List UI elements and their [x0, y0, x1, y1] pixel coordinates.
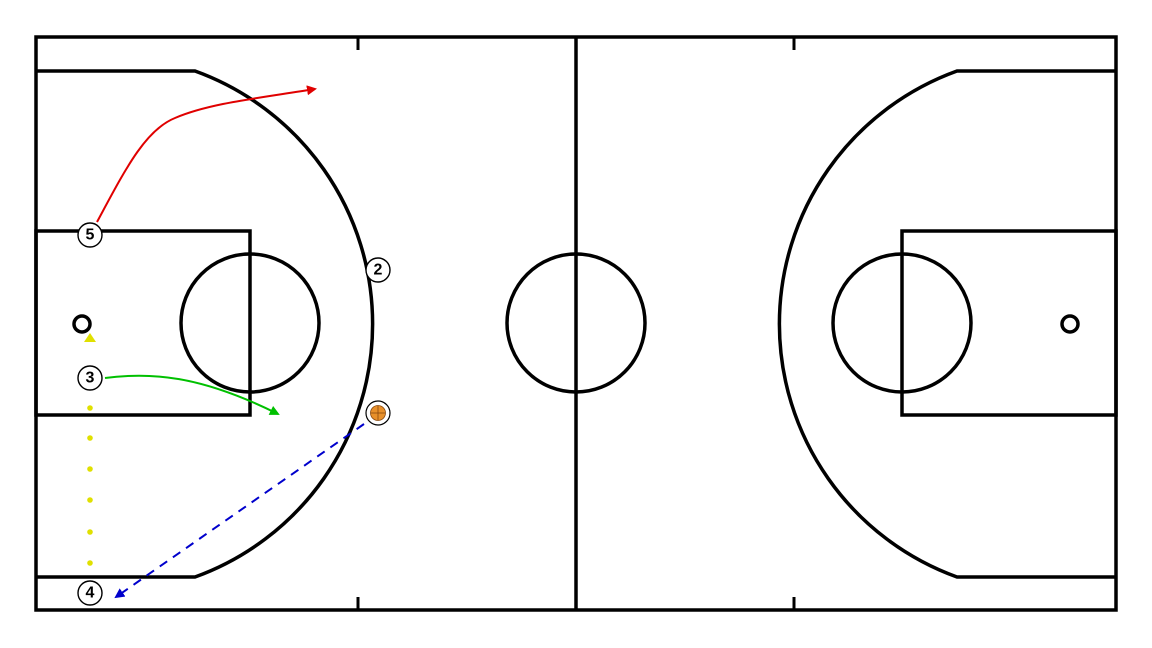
player-5-cut-arrow: [96, 85, 317, 223]
player-label: 5: [86, 227, 95, 244]
left-three-point-line: [36, 69, 375, 579]
player-2[interactable]: 2: [365, 257, 391, 283]
center-circle: [505, 252, 647, 394]
hoop-icon: [1060, 314, 1080, 334]
player-label: 3: [86, 370, 95, 387]
player-4-dotted-path: [84, 333, 96, 566]
player-3[interactable]: 3: [77, 365, 103, 391]
player-5[interactable]: 5: [77, 222, 103, 248]
hoop-icon: [72, 314, 92, 334]
left-free-throw-circle: [179, 252, 321, 394]
player-4[interactable]: 4: [77, 580, 103, 606]
right-three-point-line: [777, 69, 1116, 579]
player-label: 2: [374, 262, 383, 279]
right-key: [900, 229, 1118, 417]
pass-arrow: [114, 423, 365, 599]
player-3-cut-arrow: [104, 374, 280, 415]
player-label: 4: [86, 585, 95, 602]
left-key: [34, 229, 252, 417]
right-free-throw-circle: [831, 252, 973, 394]
basketball-icon[interactable]: [365, 400, 391, 426]
